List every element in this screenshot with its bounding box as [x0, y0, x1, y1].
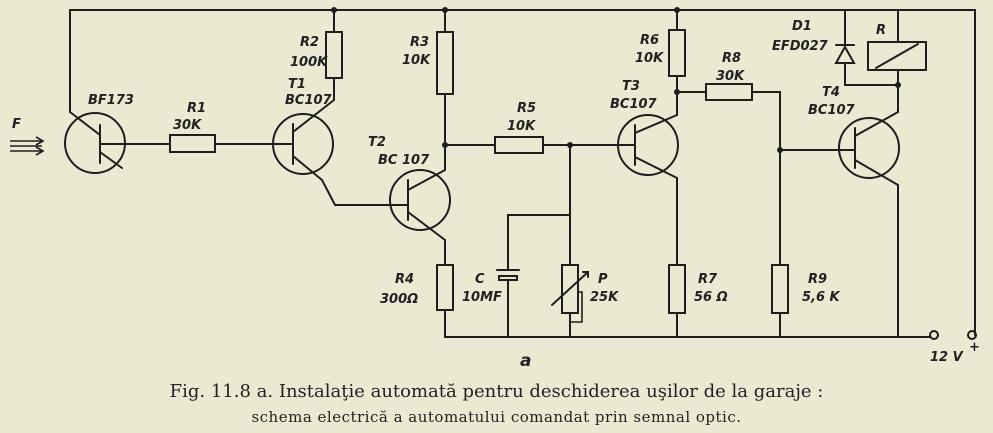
r8-name: R8 — [722, 51, 741, 66]
supply-terminal-plus — [967, 330, 977, 340]
transistor-t2 — [389, 169, 451, 241]
r5-name: R5 — [517, 101, 536, 116]
t2-name: T2 — [368, 135, 386, 150]
r9-value: 5,6 K — [802, 290, 841, 305]
supply-terminal-minus — [929, 330, 939, 340]
supply-plus-label: + — [969, 340, 980, 355]
resistor-r2 — [325, 31, 343, 79]
r5-value: 10K — [507, 119, 536, 134]
relay-label: R — [876, 23, 886, 38]
junction-dot — [331, 7, 337, 13]
c-value: 10MF — [462, 290, 502, 305]
relay-coil — [867, 9, 927, 113]
r2-value: 100K — [290, 55, 328, 70]
p-name: P — [598, 272, 608, 287]
t3-name: T3 — [622, 79, 640, 94]
resistor-r8 — [705, 83, 753, 101]
diode-d1 — [834, 9, 899, 86]
r1-name: R1 — [187, 101, 206, 116]
transistor-t1 — [272, 99, 391, 206]
light-label: F — [12, 117, 21, 132]
r9-name: R9 — [808, 272, 827, 287]
capacitor-c — [496, 144, 571, 338]
r7-name: R7 — [698, 272, 718, 287]
light-arrows-icon — [10, 136, 45, 156]
d1-name: D1 — [792, 19, 812, 34]
resistor-r3 — [436, 31, 454, 95]
phototransistor-bf173 — [64, 9, 126, 174]
figure-caption-subtitle: schema electrică a automatului comandat … — [251, 408, 742, 426]
t4-type: BC107 — [808, 103, 856, 118]
resistor-r4 — [436, 264, 454, 311]
r8-value: 30K — [716, 69, 745, 84]
supply-label: 12 V — [930, 350, 964, 365]
r6-value: 10K — [635, 51, 664, 66]
junction-dot — [674, 7, 680, 13]
c-name: C — [475, 272, 485, 287]
subfigure-label: a — [520, 351, 531, 371]
t2-type: BC 107 — [378, 153, 430, 168]
r7-value: 56 Ω — [694, 290, 728, 305]
potentiometer-p — [551, 214, 589, 338]
t4-name: T4 — [822, 85, 840, 100]
resistor-r9 — [771, 264, 789, 314]
resistor-r6 — [668, 29, 686, 77]
d1-type: EFD027 — [772, 39, 829, 54]
r4-name: R4 — [395, 272, 414, 287]
t1-type: BC107 — [285, 93, 333, 108]
transistor-t4 — [838, 111, 900, 338]
bf173-label: BF173 — [88, 93, 134, 108]
figure-caption: Fig. 11.8 a. Instalaţie automată pentru … — [169, 381, 824, 402]
resistor-r7 — [668, 264, 686, 314]
r3-name: R3 — [410, 35, 429, 50]
p-value: 25K — [590, 290, 619, 305]
transistor-t3 — [617, 114, 679, 266]
resistor-r1 — [169, 134, 216, 153]
resistor-r5 — [494, 136, 544, 154]
t3-type: BC107 — [610, 97, 658, 112]
junction-dot — [895, 82, 901, 88]
t1-name: T1 — [288, 77, 306, 92]
r2-name: R2 — [300, 35, 319, 50]
r4-value: 300Ω — [380, 292, 418, 307]
junction-dot — [442, 7, 448, 13]
r3-value: 10K — [402, 53, 431, 68]
r6-name: R6 — [640, 33, 659, 48]
circuit-schematic: F BF173 R1 30K R2 100K T1 BC107 R3 10K T… — [10, 7, 980, 371]
r1-value: 30K — [173, 118, 202, 133]
